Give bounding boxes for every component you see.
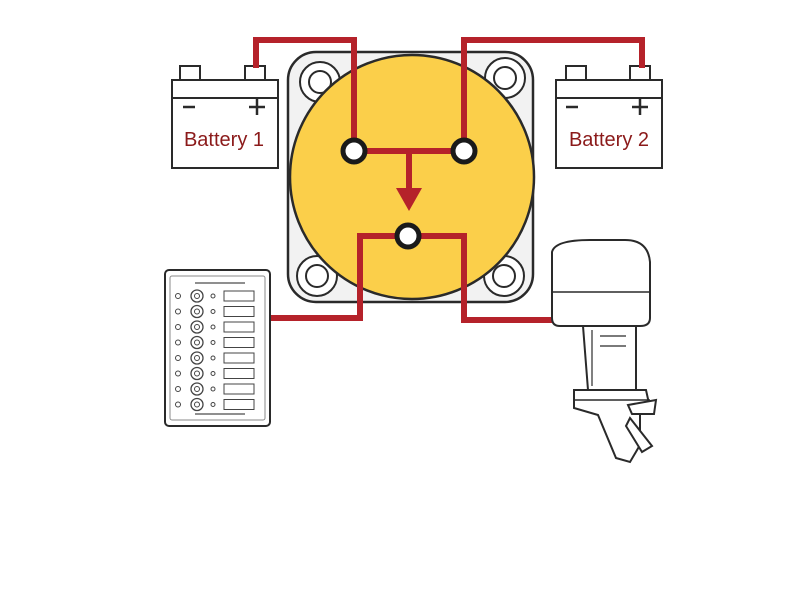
battery-body — [171, 97, 279, 169]
wire-to-engine — [408, 233, 552, 323]
plus-icon — [249, 99, 265, 115]
battery-1: Battery 1 — [171, 65, 279, 169]
engine-cowling — [551, 239, 651, 327]
terminal-common — [394, 222, 422, 250]
terminal-battery-2 — [450, 137, 478, 165]
panel-switch-row — [175, 289, 255, 303]
battery-2: Battery 2 — [555, 65, 663, 169]
panel-switch-row — [175, 351, 255, 365]
battery-1-label: Battery 1 — [184, 129, 264, 151]
propeller-icon — [624, 398, 658, 454]
panel-switch-row — [175, 304, 255, 319]
plus-icon — [632, 99, 648, 115]
arrow-down-icon — [396, 188, 422, 211]
panel-switch-row — [175, 382, 255, 396]
wire-battery-2 — [461, 37, 645, 150]
panel-switch-row — [175, 397, 255, 412]
wiring — [253, 37, 645, 323]
panel-switch-row — [175, 366, 255, 381]
panel-switch-row — [175, 335, 255, 350]
outboard-motor-icon — [551, 239, 658, 464]
wire-to-panel — [270, 233, 408, 321]
battery-2-label: Battery 2 — [569, 129, 649, 151]
engine-lower-unit — [573, 389, 652, 464]
wire-battery-1 — [253, 37, 357, 150]
panel-switch-row — [175, 320, 255, 334]
switch-panel-icon — [164, 269, 271, 427]
terminal-battery-1 — [340, 137, 368, 165]
battery-body — [555, 97, 663, 169]
